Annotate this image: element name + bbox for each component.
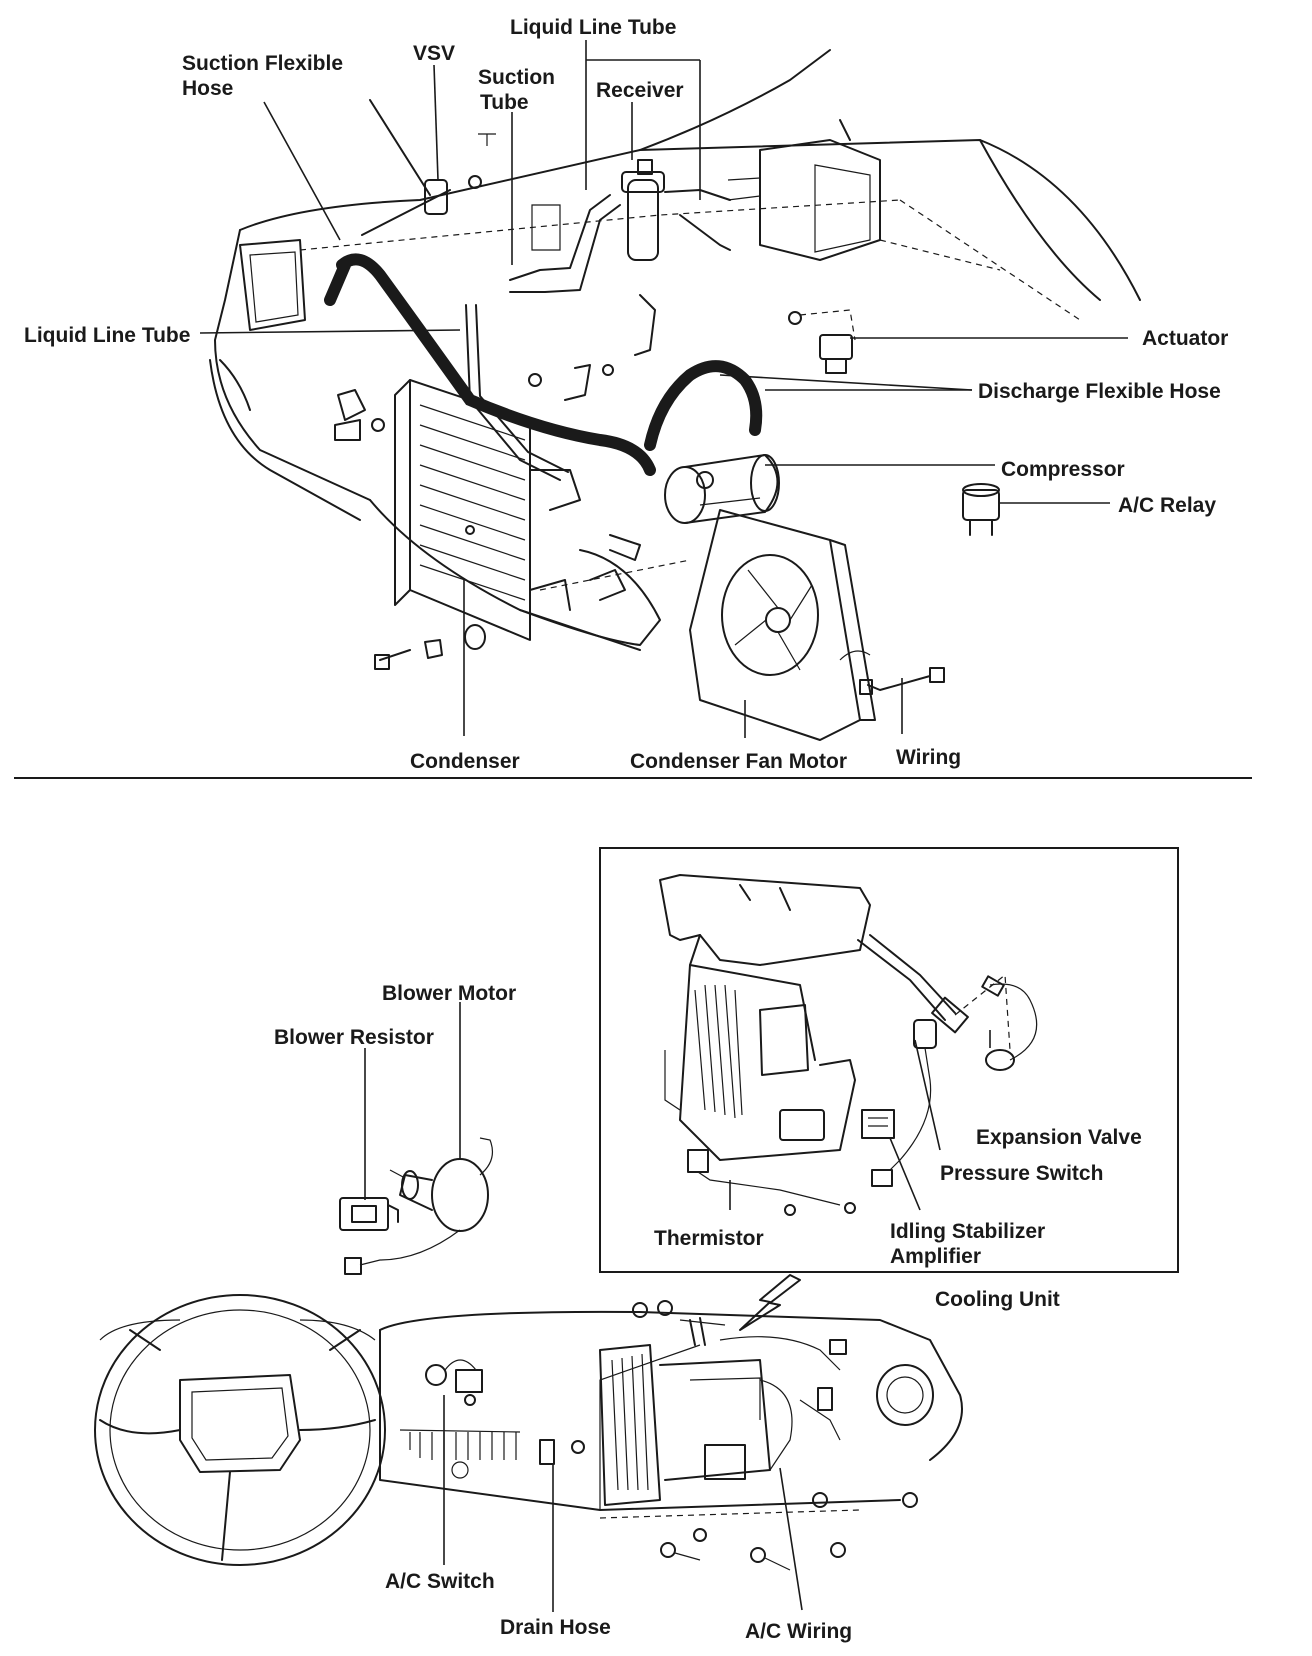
label-expansion-valve: Expansion Valve xyxy=(976,1126,1142,1149)
label-wiring: Wiring xyxy=(896,746,961,769)
pressure-switch-part xyxy=(871,1019,937,1187)
receiver-part xyxy=(621,159,665,261)
label-vsv: VSV xyxy=(413,42,455,65)
label-actuator: Actuator xyxy=(1142,327,1228,350)
condenser-brackets xyxy=(334,294,656,601)
label-blower-motor: Blower Motor xyxy=(382,982,516,1005)
leader-lines-top xyxy=(199,40,1128,738)
label-idling-stabilizer-line2: Amplifier xyxy=(890,1245,981,1268)
ac-switch-part xyxy=(425,1359,483,1406)
label-condenser: Condenser xyxy=(410,750,520,773)
suction-hose-fitting xyxy=(324,259,351,306)
suction-flexible-hose-part xyxy=(336,253,656,476)
thermistor-part xyxy=(687,1149,856,1216)
label-compressor: Compressor xyxy=(1001,458,1125,481)
label-suction-tube-line1: Suction xyxy=(478,66,555,89)
label-blower-resistor: Blower Resistor xyxy=(274,1026,434,1049)
label-idling-stabilizer-line1: Idling Stabilizer xyxy=(890,1220,1045,1243)
vsv-part xyxy=(361,99,496,236)
label-liquid-line-tube-left: Liquid Line Tube xyxy=(24,324,190,347)
heater-box-part xyxy=(727,119,881,261)
label-cooling-unit: Cooling Unit xyxy=(935,1288,1060,1311)
ac-relay-part xyxy=(962,483,1000,536)
condenser-fan-motor-part xyxy=(689,509,876,741)
label-condenser-fan-motor: Condenser Fan Motor xyxy=(630,750,847,773)
steering-wheel xyxy=(94,1294,386,1566)
label-receiver: Receiver xyxy=(596,79,684,102)
label-ac-relay: A/C Relay xyxy=(1118,494,1216,517)
discharge-flexible-hose-part xyxy=(644,360,763,451)
label-ac-switch: A/C Switch xyxy=(385,1570,495,1593)
label-suction-tube-line2: Tube xyxy=(480,91,529,114)
label-discharge-flexible-hose: Discharge Flexible Hose xyxy=(978,380,1221,403)
blower-resistor-part xyxy=(339,1197,399,1231)
label-thermistor: Thermistor xyxy=(654,1227,764,1250)
expansion-valve-part xyxy=(857,934,1038,1071)
cooling-unit-part xyxy=(659,874,871,1161)
condenser-part xyxy=(394,379,581,641)
cooling-unit-installed xyxy=(599,1317,847,1506)
dash-fasteners xyxy=(632,1300,918,1571)
compressor-part xyxy=(664,454,780,524)
label-ac-wiring: A/C Wiring xyxy=(745,1620,852,1643)
idling-stabilizer-amplifier-part xyxy=(861,1109,895,1139)
label-liquid-line-tube-top: Liquid Line Tube xyxy=(510,16,676,39)
inset-pointer-arrow xyxy=(739,1274,801,1331)
cooling-unit-inset-frame xyxy=(599,847,1179,1273)
label-pressure-switch: Pressure Switch xyxy=(940,1162,1103,1185)
dashboard-illustration xyxy=(379,1310,963,1519)
actuator-part xyxy=(788,309,856,374)
wiring-part xyxy=(839,650,945,695)
engine-bay-illustration xyxy=(209,49,1141,651)
fasteners-condenser xyxy=(374,624,486,670)
label-suction-flexible-hose-line1: Suction Flexible xyxy=(182,52,343,75)
leader-lines-bottom xyxy=(364,1002,991,1612)
labels: Liquid Line Tube Suction Flexible Hose V… xyxy=(24,16,1228,1643)
label-drain-hose: Drain Hose xyxy=(500,1616,611,1639)
label-suction-flexible-hose-line2: Hose xyxy=(182,77,233,100)
